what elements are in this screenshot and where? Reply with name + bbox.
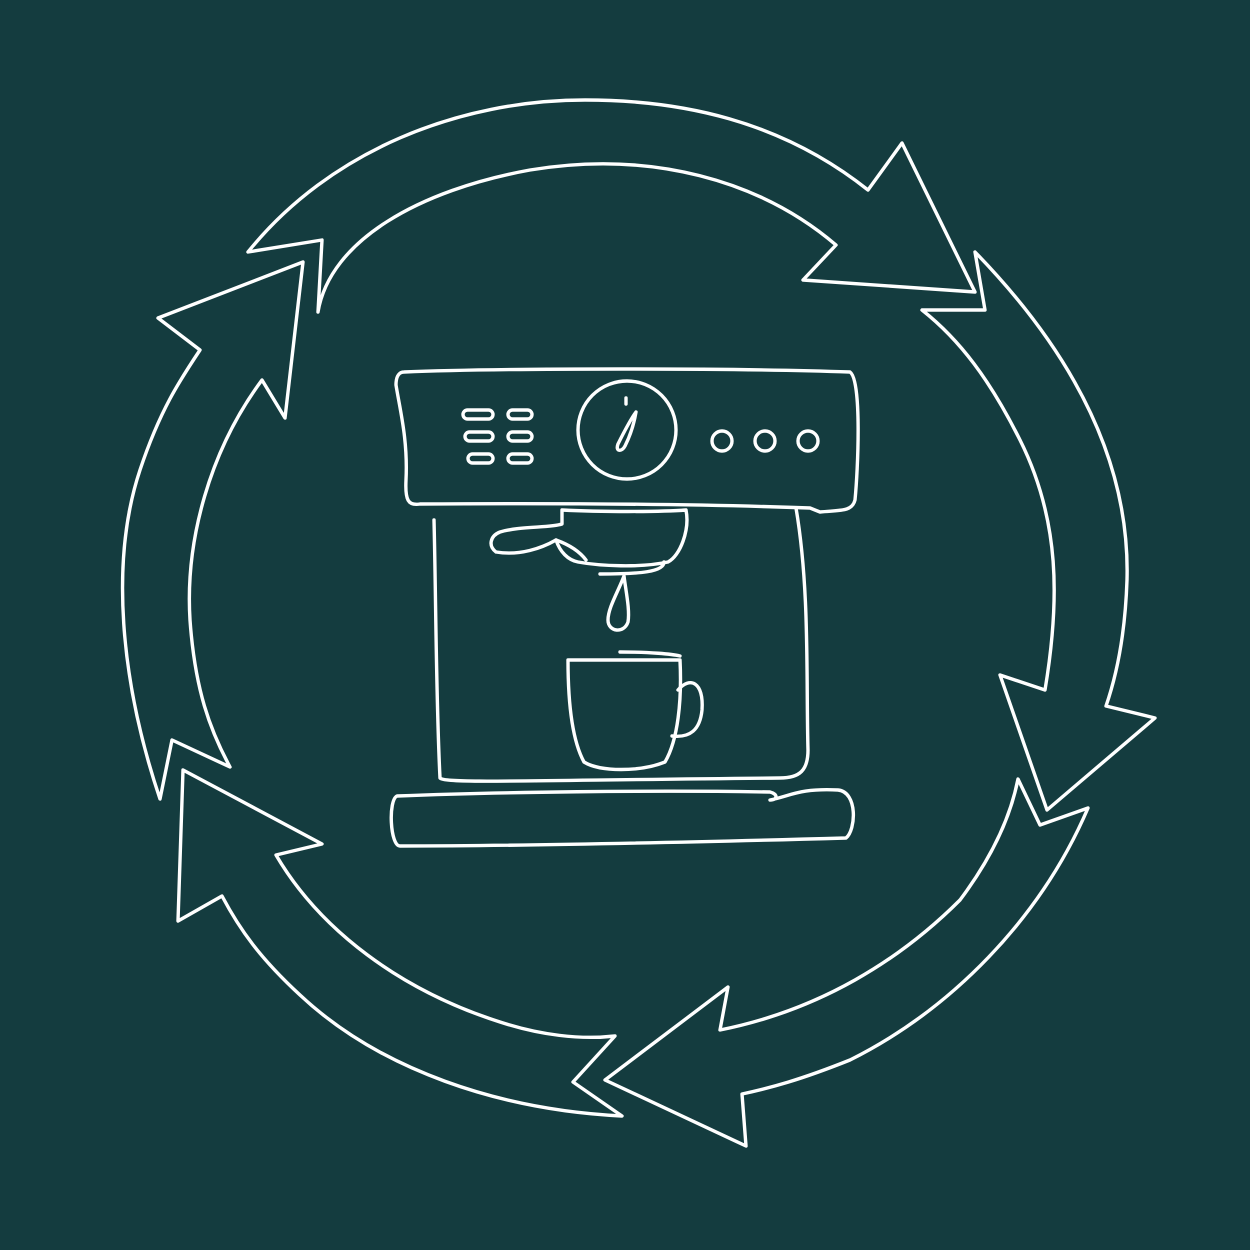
espresso-machine-icon [389,367,860,848]
recycle-arrows-icon [120,98,1157,1148]
arrow-top-icon [246,98,977,314]
indicator-light-icon [796,429,820,453]
indicator-light-icon [710,429,734,453]
indicator-lights [710,429,820,453]
coffee-drop-icon [606,574,631,632]
arrow-bottom-icon [603,777,1090,1148]
button-icon [506,430,534,443]
button-icon [463,430,495,443]
indicator-light-icon [753,429,777,453]
button-icon [506,408,534,421]
control-buttons-left [461,408,534,465]
machine-body [432,506,810,783]
coffee-cup-icon [566,650,704,772]
arrow-right-icon [920,250,1157,812]
button-icon [506,452,534,465]
arrow-upper-left-icon [120,260,305,801]
arrow-left-icon [176,768,624,1118]
button-icon [461,408,495,421]
button-icon [466,452,495,465]
drip-tray [389,787,856,848]
machine-top-housing [394,367,860,514]
pressure-gauge-icon [576,379,678,481]
portafilter-icon [489,508,689,568]
